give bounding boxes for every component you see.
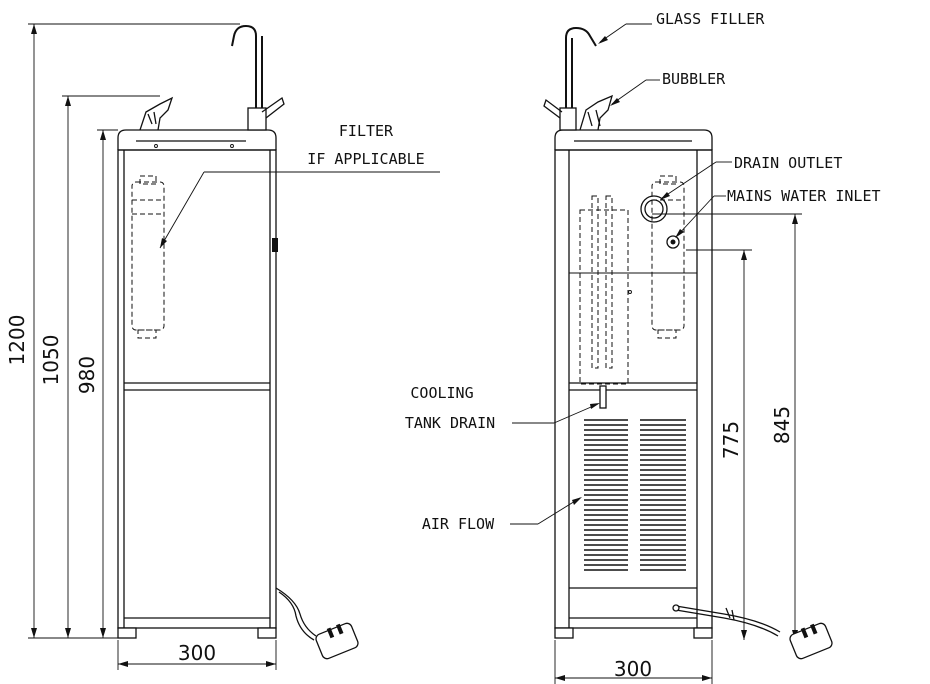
front-foot-right <box>257 627 277 639</box>
label-filter: FILTER <box>339 122 394 140</box>
front-foot-left <box>117 627 137 639</box>
rear-cabinet-top <box>554 129 713 150</box>
rear-cooling-tank <box>579 195 629 385</box>
label-cooling: COOLING <box>410 384 473 402</box>
front-dimensions <box>28 23 277 670</box>
rear-power-cord <box>672 604 833 660</box>
rear-power-plug <box>789 622 833 660</box>
front-glass-filler <box>231 24 257 118</box>
rear-view <box>543 26 713 639</box>
label-mains-water-inlet: MAINS WATER INLET <box>727 187 881 205</box>
label-glass-filler: GLASS FILLER <box>656 10 765 28</box>
rear-cabinet-body <box>554 149 713 629</box>
front-cabinet-body <box>117 149 277 629</box>
label-tank-drain: TANK DRAIN <box>405 414 495 432</box>
dim-height-845: 845 <box>770 406 794 444</box>
front-filter-cartridge <box>131 175 165 339</box>
label-filter-if-applicable: IF APPLICABLE <box>307 150 424 168</box>
rear-dimensions <box>554 213 802 684</box>
front-view <box>117 24 285 639</box>
dim-height-775: 775 <box>719 421 743 459</box>
front-cabinet-top <box>117 129 277 150</box>
front-bubbler <box>139 96 174 131</box>
drain-outlet-port <box>640 195 668 223</box>
dim-height-1050: 1050 <box>39 335 63 386</box>
label-bubbler: BUBBLER <box>662 70 726 88</box>
dim-width-front-300: 300 <box>178 641 216 665</box>
front-power-plug <box>315 622 359 660</box>
label-drain-outlet: DRAIN OUTLET <box>734 154 842 172</box>
label-air-flow: AIR FLOW <box>422 515 495 533</box>
mains-water-inlet-port <box>666 235 680 249</box>
front-power-cord <box>275 587 359 660</box>
rear-glass-filler <box>565 26 597 118</box>
dim-width-rear-300: 300 <box>614 657 652 681</box>
rear-foot-right <box>693 627 713 639</box>
air-flow-grill <box>584 419 686 571</box>
rear-foot-left <box>554 627 574 639</box>
dim-height-1200: 1200 <box>5 315 29 366</box>
rear-bubbler <box>579 94 614 131</box>
cooling-tank-drain-pipe <box>599 385 607 409</box>
dim-height-980: 980 <box>75 356 99 394</box>
